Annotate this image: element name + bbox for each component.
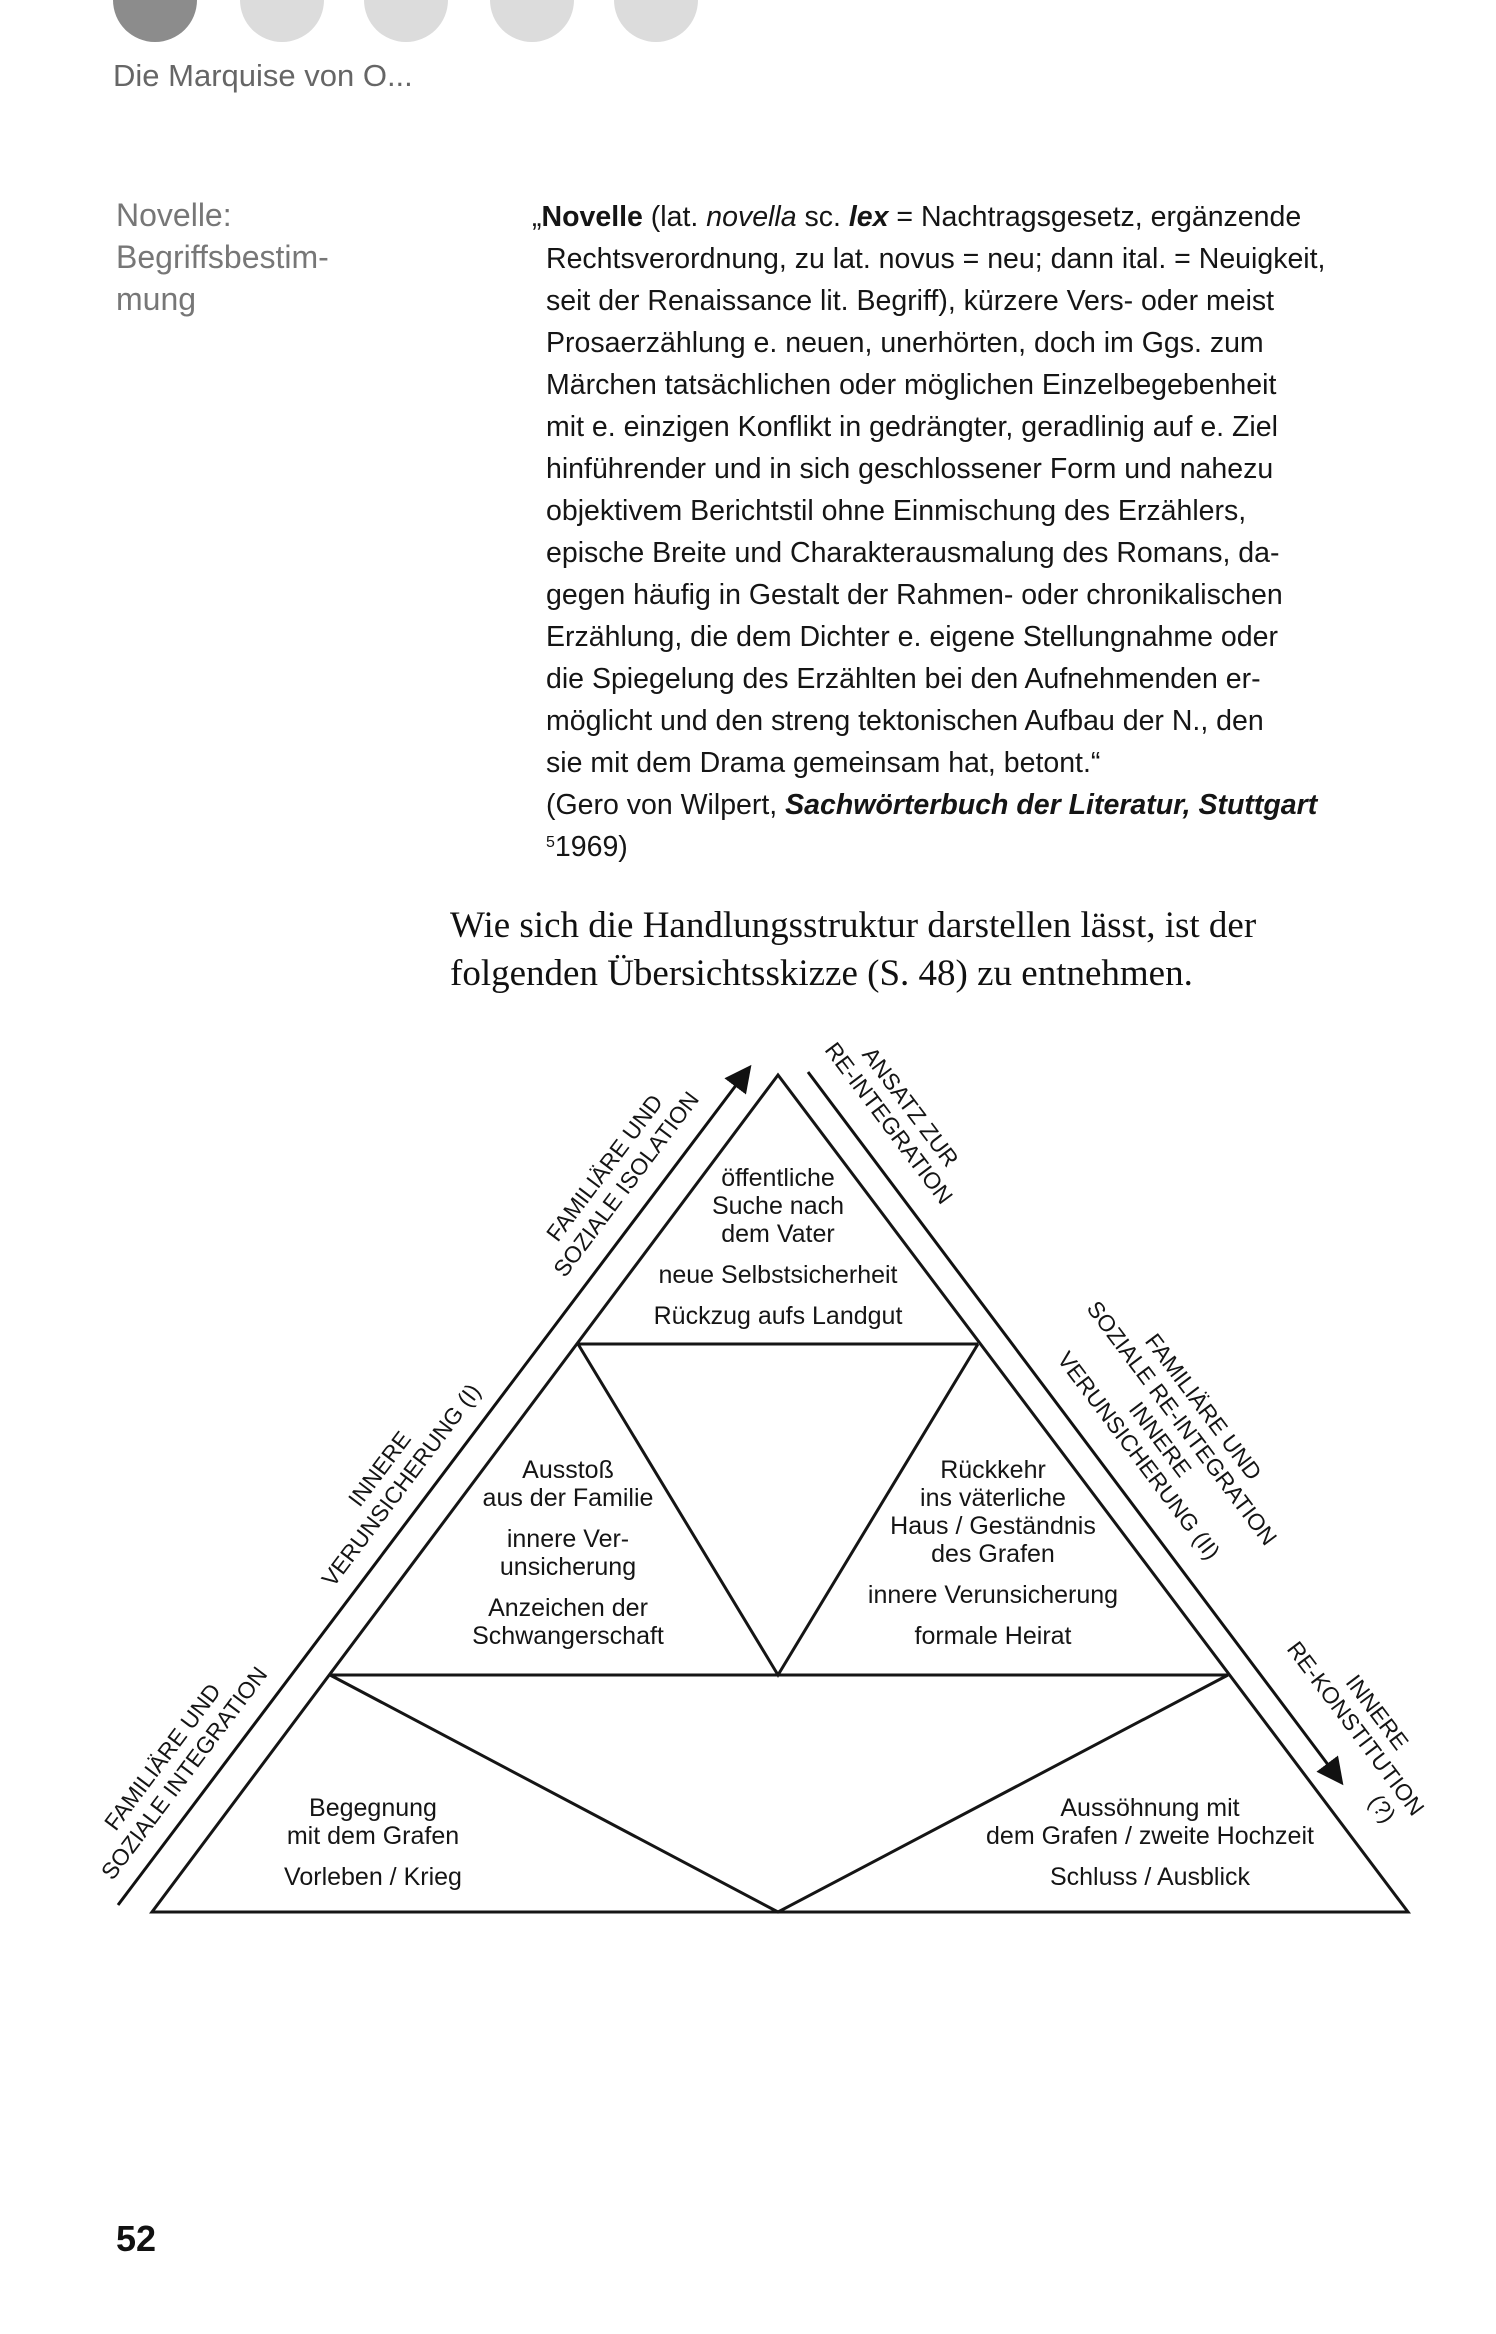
- source-book-title: Sachwörterbuch der Literatur, Stuttgart: [785, 789, 1318, 821]
- source-edition: 5: [546, 834, 555, 851]
- label-inner-uncertainty-1: INNERE VERUNSICHERUNG (I): [316, 1379, 485, 1592]
- left-box-line: innere Ver-: [507, 1525, 629, 1553]
- margin-note: Novelle: Begriffsbestim- mung: [116, 194, 406, 320]
- definition-line: gegen häufig in Gestalt der Rahmen- oder…: [546, 579, 1283, 611]
- side-label-line: VERUNSICHERUNG (I): [316, 1379, 485, 1592]
- definition-line: Erzählung, die dem Dichter e. eigene Ste…: [546, 621, 1278, 653]
- bottom-left-box-line: Begegnung: [309, 1794, 437, 1822]
- right-box-line: innere Verunsicherung: [868, 1581, 1118, 1609]
- left-box-text: Ausstoß aus der Familie innere Ver- unsi…: [472, 1456, 664, 1650]
- definition-line: sie mit dem Drama gemeinsam hat, betont.…: [546, 747, 1101, 779]
- triangle-lines: [149, 1072, 1412, 1914]
- definition-line: mit e. einzigen Konflikt in gedrängter, …: [546, 411, 1278, 443]
- inner-inverted-triangle: [576, 1343, 980, 1678]
- definition-text: = Nachtragsgesetz, ergänzende: [888, 201, 1302, 233]
- definition-line: Rechtsverordnung, zu lat. novus = neu; d…: [546, 243, 1326, 275]
- quote-open: „: [532, 201, 542, 233]
- side-label-line: SOZIALE ISOLATION: [548, 1087, 704, 1282]
- definition-line: epische Breite und Charakterausmalung de…: [546, 537, 1280, 569]
- descending-line-right: [806, 1071, 1344, 1786]
- page-number: 52: [116, 2218, 157, 2259]
- definition-line: Prosaerzählung e. neuen, unerhörten, doc…: [546, 327, 1264, 359]
- source-year: 1969): [554, 831, 628, 863]
- direction-arrows: [116, 1064, 1344, 1906]
- novelle-definition-quote: „Novelle (lat. novella sc. lex = Nachtra…: [532, 196, 1392, 868]
- left-box-line: Schwangerschaft: [472, 1622, 664, 1650]
- intro-line: folgenden Übersichtsskizze (S. 48) zu en…: [450, 953, 1193, 994]
- definition-line: seit der Renaissance lit. Begriff), kürz…: [546, 285, 1275, 317]
- left-box-line: Ausstoß: [522, 1456, 614, 1484]
- top-box-line: Suche nach: [712, 1192, 844, 1220]
- right-box-text: Rückkehr ins väterliche Haus / Geständni…: [868, 1456, 1118, 1650]
- source-text: (Gero von Wilpert,: [546, 789, 786, 821]
- definition-text: sc.: [796, 201, 849, 233]
- definition-line: „Novelle (lat. novella sc. lex = Nachtra…: [532, 196, 1392, 238]
- label-social-isolation: FAMILIÄRE UND SOZIALE ISOLATION: [541, 1087, 704, 1282]
- side-label-line: RE-KONSTITUTION: [1282, 1636, 1430, 1820]
- right-box-line: formale Heirat: [915, 1622, 1072, 1650]
- label-inner-reconstitution: INNERE RE-KONSTITUTION (?): [1282, 1636, 1430, 1827]
- right-side-labels: ANSATZ ZUR RE-INTEGRATION FAMILIÄRE UND …: [820, 1037, 1430, 1827]
- right-box-line: Haus / Geständnis: [890, 1512, 1096, 1540]
- bottom-right-box-line: dem Grafen / zweite Hochzeit: [986, 1822, 1314, 1850]
- bottom-inverted-triangle: [329, 1673, 1229, 1914]
- top-box-line: dem Vater: [721, 1220, 834, 1248]
- top-box-line: öffentliche: [721, 1164, 835, 1192]
- bottom-left-box-line: mit dem Grafen: [287, 1822, 459, 1850]
- definition-line: objektivem Berichtstil ohne Einmischung …: [546, 495, 1247, 527]
- definition-text-bold-italic: lex: [848, 201, 889, 233]
- chapter-dots: [0, 0, 1496, 50]
- right-box-line: ins väterliche: [920, 1484, 1066, 1512]
- bottom-left-box-line: Vorleben / Krieg: [284, 1863, 462, 1891]
- ascending-arrow-left: [116, 1064, 752, 1906]
- definition-line: die Spiegelung des Erzählten bei den Auf…: [546, 663, 1261, 695]
- margin-note-line: Begriffsbestim-: [116, 239, 329, 275]
- label-approach-reintegration: ANSATZ ZUR RE-INTEGRATION: [820, 1037, 964, 1208]
- margin-note-line: Novelle:: [116, 197, 232, 233]
- top-box-line: neue Selbstsicherheit: [658, 1261, 897, 1289]
- bottom-right-box-line: Aussöhnung mit: [1060, 1794, 1239, 1822]
- label-social-integration: FAMILIÄRE UND SOZIALE INTEGRATION: [96, 1662, 273, 1884]
- definition-term: Novelle: [541, 201, 643, 233]
- left-box-line: aus der Familie: [483, 1484, 654, 1512]
- definition-text-italic: novella: [706, 201, 797, 233]
- right-box-line: Rückkehr: [940, 1456, 1046, 1484]
- definition-source-year: 51969): [532, 826, 1392, 868]
- definition-source: (Gero von Wilpert, Sachwörterbuch der Li…: [532, 784, 1392, 826]
- side-label-line: SOZIALE INTEGRATION: [96, 1662, 273, 1884]
- bottom-right-box-text: Aussöhnung mit dem Grafen / zweite Hochz…: [986, 1794, 1314, 1891]
- definition-text: (lat.: [642, 201, 707, 233]
- definition-line: möglicht und den streng tektonischen Auf…: [546, 705, 1264, 737]
- right-box-line: des Grafen: [931, 1540, 1055, 1568]
- running-head: Die Marquise von O...: [113, 58, 413, 93]
- intro-paragraph: Wie sich die Handlungsstruktur darstelle…: [450, 902, 1410, 998]
- top-box-line: Rückzug aufs Landgut: [654, 1302, 903, 1330]
- definition-line: hinführender und in sich geschlossener F…: [546, 453, 1274, 485]
- definition-line: Märchen tatsächlichen oder möglichen Ein…: [546, 369, 1277, 401]
- margin-note-line: mung: [116, 281, 197, 317]
- left-box-line: unsicherung: [500, 1553, 636, 1581]
- bottom-left-box-text: Begegnung mit dem Grafen Vorleben / Krie…: [284, 1794, 462, 1891]
- top-box-text: öffentliche Suche nach dem Vater neue Se…: [654, 1164, 903, 1330]
- left-box-line: Anzeichen der: [488, 1594, 648, 1622]
- bottom-right-box-line: Schluss / Ausblick: [1050, 1863, 1251, 1891]
- intro-line: Wie sich die Handlungsstruktur darstelle…: [450, 905, 1257, 946]
